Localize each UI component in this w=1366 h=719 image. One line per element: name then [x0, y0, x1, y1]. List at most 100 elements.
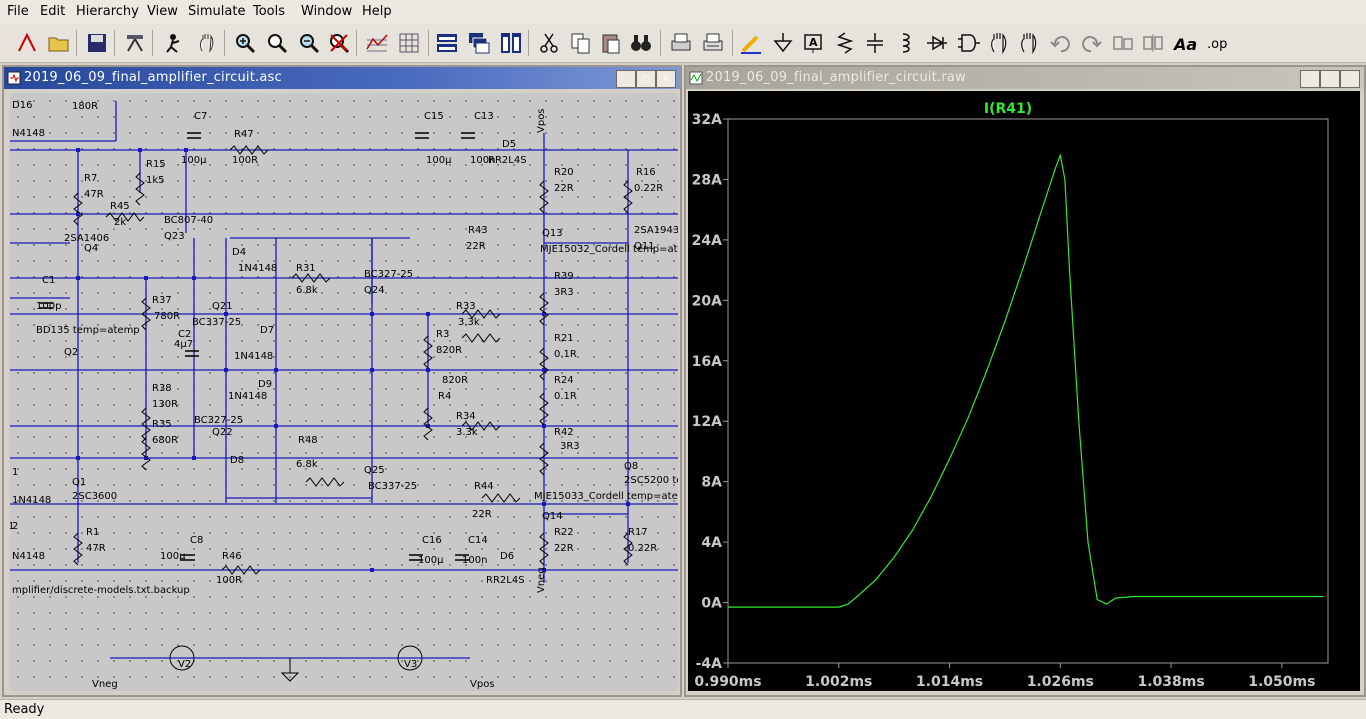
schematic-label[interactable]: 22R: [472, 509, 492, 520]
zoom-in-icon[interactable]: [232, 30, 258, 56]
schematic-label[interactable]: 1N4148: [12, 495, 51, 506]
schematic-label[interactable]: R20: [554, 167, 574, 178]
schematic-label[interactable]: R34: [456, 411, 476, 422]
schematic-label[interactable]: R33: [456, 301, 476, 312]
schematic-label[interactable]: 6.8k: [296, 285, 318, 296]
menu-simulate[interactable]: Simulate: [188, 4, 246, 19]
schematic-label[interactable]: 100µ: [181, 155, 207, 166]
schematic-label[interactable]: C16: [422, 535, 442, 546]
schematic-label[interactable]: R35: [152, 419, 172, 430]
capacitor-icon[interactable]: [862, 30, 888, 56]
schematic-label[interactable]: 820R: [436, 345, 462, 356]
schematic-label[interactable]: Q21: [212, 301, 233, 312]
cascade-icon[interactable]: [466, 30, 492, 56]
paste-icon[interactable]: [598, 30, 624, 56]
redo-icon[interactable]: [1078, 30, 1104, 56]
inductor-icon[interactable]: [892, 30, 918, 56]
schematic-titlebar[interactable]: 2019_06_09_final_amplifier_circuit.asc _…: [4, 67, 680, 89]
schematic-label[interactable]: 2k: [114, 217, 126, 228]
schematic-label[interactable]: C15: [424, 111, 444, 122]
schematic-label[interactable]: R21: [554, 333, 574, 344]
schematic-label[interactable]: 1N4148: [234, 351, 273, 362]
zoom-out-icon[interactable]: [296, 30, 322, 56]
schematic-label[interactable]: R46: [222, 551, 242, 562]
schematic-label[interactable]: C13: [474, 111, 494, 122]
schematic-label[interactable]: 2SA1406: [64, 233, 109, 244]
schematic-label[interactable]: 1: [10, 521, 14, 532]
schematic-label[interactable]: 22R: [554, 183, 574, 194]
maximize-button[interactable]: □: [636, 70, 656, 88]
schematic-label[interactable]: Q1: [72, 477, 86, 488]
schematic-label[interactable]: 1N4148: [228, 391, 267, 402]
menu-file[interactable]: File: [7, 4, 29, 19]
schematic-label[interactable]: 100µ: [160, 551, 186, 562]
schematic-label[interactable]: 2SC3600: [72, 491, 117, 502]
undo-icon[interactable]: [1048, 30, 1074, 56]
schematic-label[interactable]: Q24: [364, 285, 385, 296]
schematic-label[interactable]: N4148: [12, 128, 45, 139]
spice-directive-icon[interactable]: .op: [1204, 30, 1230, 56]
menu-tools[interactable]: Tools: [253, 4, 286, 19]
menu-edit[interactable]: Edit: [40, 4, 66, 19]
schematic-label[interactable]: R44: [474, 481, 494, 492]
schematic-label[interactable]: V3: [404, 659, 417, 670]
schematic-label[interactable]: R48: [298, 435, 318, 446]
schematic-label[interactable]: R37: [152, 295, 172, 306]
schematic-label[interactable]: D9: [258, 379, 272, 390]
schematic-label[interactable]: D6: [500, 551, 514, 562]
schematic-label[interactable]: 100µ: [418, 555, 444, 566]
pan-icon[interactable]: [194, 30, 220, 56]
schematic-label[interactable]: Vneg: [536, 567, 547, 593]
schematic-label[interactable]: 47R: [84, 189, 104, 200]
copy-icon[interactable]: [568, 30, 594, 56]
save-icon[interactable]: [84, 30, 110, 56]
run-icon[interactable]: [14, 30, 40, 56]
schematic-label[interactable]: BD135 temp=atemp: [36, 325, 140, 336]
schematic-label[interactable]: V2: [178, 659, 191, 670]
schematic-label[interactable]: Vpos: [470, 679, 495, 690]
schematic-label[interactable]: D4: [232, 247, 246, 258]
grid-icon[interactable]: [396, 30, 422, 56]
schematic-label[interactable]: R45: [110, 201, 130, 212]
schematic-label[interactable]: Vpos: [536, 108, 547, 133]
find-icon[interactable]: [628, 30, 654, 56]
schematic-label[interactable]: 100µ: [426, 155, 452, 166]
schematic-label[interactable]: 6.8k: [296, 459, 318, 470]
schematic-label[interactable]: Q4: [84, 243, 98, 254]
schematic-label[interactable]: MJE15033_Cordell temp=atemp: [534, 491, 678, 502]
text-icon[interactable]: Aa: [1172, 30, 1198, 56]
schematic-label[interactable]: 3.3k: [458, 317, 480, 328]
schematic-label[interactable]: 780R: [154, 311, 180, 322]
rotate-icon[interactable]: [1110, 30, 1136, 56]
schematic-label[interactable]: R3: [436, 329, 449, 340]
cut-icon[interactable]: [536, 30, 562, 56]
maximize-button[interactable]: □: [1320, 70, 1340, 88]
schematic-label[interactable]: 0.22R: [634, 183, 663, 194]
schematic-label[interactable]: R17: [628, 527, 648, 538]
schematic-label[interactable]: R31: [296, 263, 316, 274]
schematic-label[interactable]: C14: [468, 535, 488, 546]
ground-icon[interactable]: [770, 30, 796, 56]
schematic-label[interactable]: N4148: [12, 551, 45, 562]
schematic-label[interactable]: R38: [152, 383, 172, 394]
trace-line[interactable]: [728, 153, 1324, 608]
schematic-label[interactable]: D7: [260, 325, 274, 336]
schematic-label[interactable]: 100p: [36, 301, 61, 312]
schematic-label[interactable]: 180R: [72, 101, 98, 112]
label-net-icon[interactable]: A: [800, 30, 826, 56]
schematic-label[interactable]: Q22: [212, 427, 233, 438]
schematic-label[interactable]: Q14: [542, 511, 563, 522]
schematic-label[interactable]: mplifier/discrete-models.txt.backup: [12, 585, 190, 596]
autorange-icon[interactable]: [364, 30, 390, 56]
diode-icon[interactable]: [924, 30, 950, 56]
schematic-label[interactable]: Q13: [542, 228, 563, 239]
schematic-label[interactable]: MJE15032_Cordell temp=atemp: [540, 244, 678, 255]
control-panel-icon[interactable]: [122, 30, 148, 56]
schematic-label[interactable]: R24: [554, 375, 574, 386]
schematic-label[interactable]: R42: [554, 427, 574, 438]
tile-horizontal-icon[interactable]: [434, 30, 460, 56]
schematic-label[interactable]: R15: [146, 159, 166, 170]
schematic-label[interactable]: 1: [12, 467, 18, 478]
